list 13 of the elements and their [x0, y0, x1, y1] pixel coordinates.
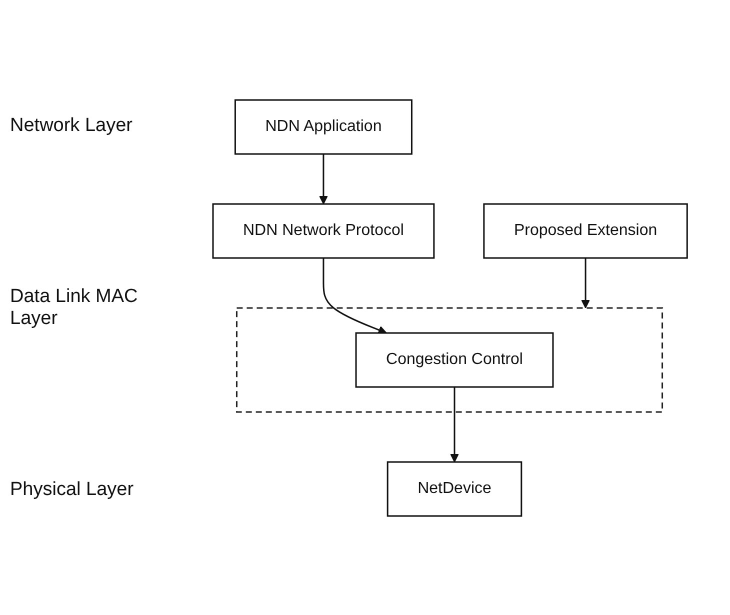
arrow [581, 258, 590, 308]
layer-label: Network Layer [10, 114, 134, 136]
node-box: Congestion Control [355, 332, 554, 388]
node-box: NDN Application [234, 98, 412, 154]
layer-label: Data Link MAC Layer [10, 286, 139, 330]
arrow [319, 154, 328, 204]
arrow [450, 386, 459, 462]
node-box: Proposed Extension [483, 202, 688, 258]
layer-label: Physical Layer [10, 478, 135, 500]
arrow [322, 258, 387, 334]
cluster [236, 306, 663, 412]
node-box: NDN Network Protocol [212, 202, 435, 258]
node-box: NetDevice [386, 460, 522, 516]
